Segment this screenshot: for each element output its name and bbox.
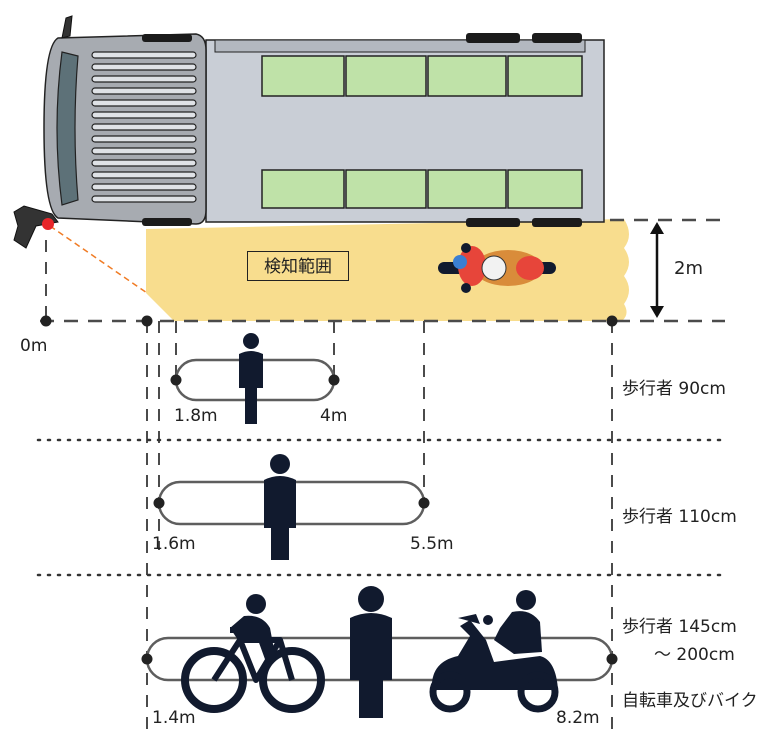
pedestrian-figure-small bbox=[239, 333, 263, 424]
row3-category-line1: 歩行者 145cm bbox=[622, 617, 737, 637]
truck bbox=[13, 15, 605, 249]
row1-category-label: 歩行者 90cm bbox=[622, 379, 726, 399]
sensor-cone-line bbox=[49, 225, 148, 294]
detection-area bbox=[146, 219, 629, 321]
windows-top bbox=[261, 55, 583, 97]
baseline-dot-0m bbox=[40, 315, 52, 327]
motorbike-rider-top-view bbox=[438, 243, 556, 293]
row2-end-label: 5.5m bbox=[410, 534, 454, 554]
row3-end-label: 8.2m bbox=[556, 708, 600, 728]
origin-label: 0m bbox=[20, 336, 48, 356]
row2-start-label: 1.6m bbox=[152, 534, 196, 554]
detection-area-label: 検知範囲 bbox=[247, 251, 349, 281]
row3-start-label: 1.4m bbox=[152, 708, 196, 728]
row1-start-label: 1.8m bbox=[174, 406, 218, 426]
pedestrian-figure-large bbox=[350, 586, 392, 718]
pedestrian-figure-medium bbox=[264, 454, 296, 560]
baseline-dot-1-4m bbox=[141, 315, 153, 327]
bicycle-rider-icon bbox=[181, 594, 325, 713]
sensor-dot bbox=[42, 218, 54, 230]
motorbike-rider-icon bbox=[429, 590, 559, 713]
height-arrow bbox=[650, 222, 664, 318]
row2-category-label: 歩行者 110cm bbox=[622, 507, 737, 527]
row3-category-line2: ～ 200cm bbox=[654, 645, 735, 665]
baseline-dot-8-2m bbox=[606, 315, 618, 327]
row1-end-label: 4m bbox=[320, 406, 348, 426]
height-label: 2m bbox=[674, 258, 703, 279]
row3-category-line3: 自転車及びバイク bbox=[622, 691, 758, 711]
windows-bottom bbox=[261, 169, 583, 209]
